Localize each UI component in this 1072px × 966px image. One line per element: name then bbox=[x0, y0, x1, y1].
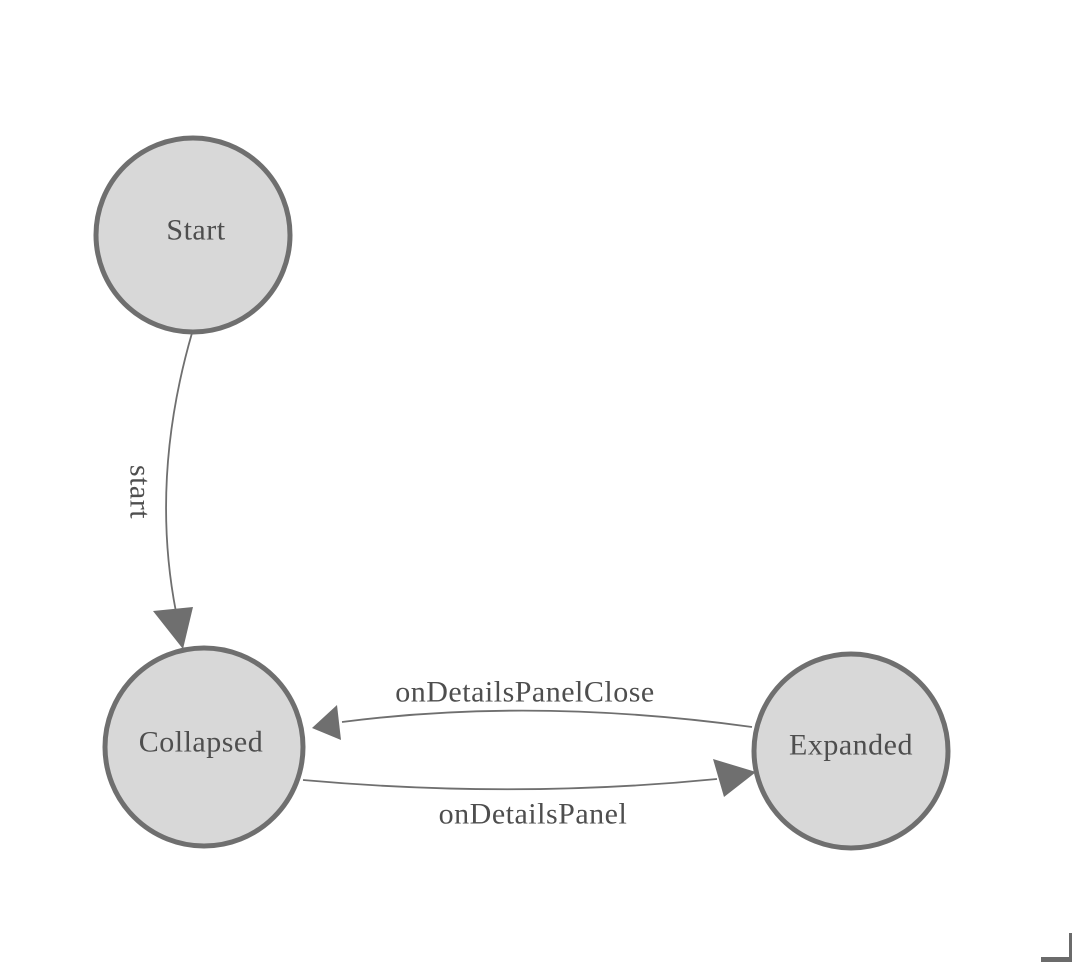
node-collapsed[interactable]: Collapsed bbox=[102, 645, 306, 849]
node-expanded[interactable]: Expanded bbox=[751, 651, 951, 851]
arrowhead-icon bbox=[153, 607, 193, 649]
edge-path-start-to-collapsed bbox=[165, 332, 193, 613]
corner-mark-horizontal bbox=[1041, 957, 1072, 962]
edge-expanded-to-collapsed: onDetailsPanelClose bbox=[312, 676, 753, 740]
edge-start-to-collapsed: start bbox=[124, 332, 193, 649]
canvas-corner-mark bbox=[1041, 933, 1072, 962]
edge-path-collapsed-to-expanded bbox=[302, 778, 718, 791]
node-start-label: Start bbox=[166, 214, 225, 247]
edge-collapsed-to-expanded: onDetailsPanel bbox=[302, 759, 756, 831]
edge-path-expanded-to-collapsed bbox=[341, 709, 753, 728]
node-collapsed-label: Collapsed bbox=[139, 726, 264, 759]
node-collapsed-circle[interactable] bbox=[102, 645, 306, 849]
node-expanded-label: Expanded bbox=[789, 729, 913, 762]
node-start-circle[interactable] bbox=[93, 135, 293, 335]
arrowhead-icon bbox=[713, 759, 756, 797]
node-expanded-circle[interactable] bbox=[751, 651, 951, 851]
corner-mark-vertical bbox=[1069, 933, 1072, 962]
node-start[interactable]: Start bbox=[93, 135, 293, 335]
edge-label-ondetailspanelclose: onDetailsPanelClose bbox=[395, 676, 654, 709]
arrowhead-icon bbox=[312, 705, 341, 740]
edge-label-start: start bbox=[124, 465, 157, 519]
edge-label-ondetailspanel: onDetailsPanel bbox=[439, 798, 628, 831]
